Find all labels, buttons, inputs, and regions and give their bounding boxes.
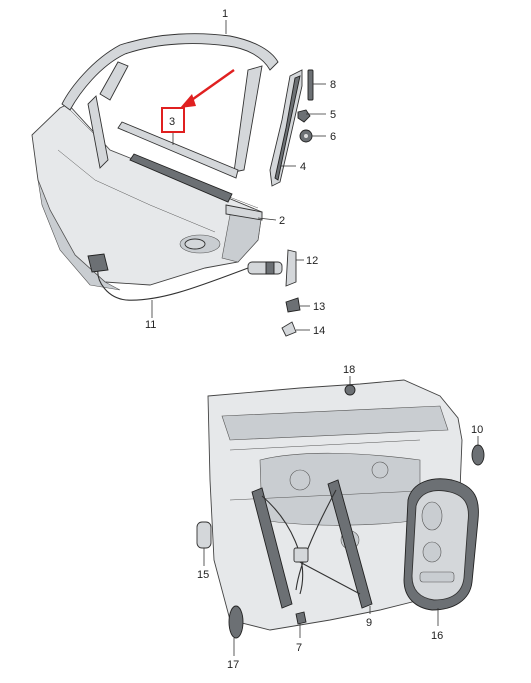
cable-harness (87, 253, 249, 301)
callout-12: 12 (306, 255, 318, 267)
callout-14: 14 (313, 325, 325, 337)
grommet-part (471, 444, 485, 466)
callout-11: 11 (145, 319, 156, 331)
nut-part (299, 129, 313, 143)
trim-strip-part (307, 69, 314, 101)
waist-strip (225, 204, 263, 221)
round-cover-part (228, 605, 244, 639)
callout-8: 8 (330, 79, 336, 91)
door-module-carrier (403, 478, 479, 611)
window-guide-strip (117, 121, 239, 203)
clip-part (297, 109, 311, 123)
callout-16: 16 (431, 630, 443, 642)
callout-7: 7 (296, 642, 302, 654)
seal-plate-part (196, 521, 212, 549)
window-regulator (251, 479, 373, 609)
lock-actuator-part (247, 249, 297, 287)
callout-9: 9 (366, 617, 372, 629)
callout-3: 3 (169, 116, 175, 128)
plug-part (281, 321, 297, 337)
nut-lower-part (295, 611, 307, 625)
pin-part (285, 297, 301, 313)
callout-6: 6 (330, 131, 336, 143)
callout-17: 17 (227, 659, 239, 671)
leader-lines (151, 20, 479, 656)
rear-door-outer-panel (31, 103, 263, 291)
callout-18: 18 (343, 364, 355, 376)
highlight-marker (161, 69, 235, 133)
highlight-box (161, 107, 185, 133)
callout-10: 10 (471, 424, 483, 436)
callout-2: 2 (279, 215, 285, 227)
callout-4: 4 (300, 161, 306, 173)
callout-13: 13 (313, 301, 325, 313)
callout-1: 1 (222, 8, 228, 20)
door-frame-seal (61, 33, 279, 173)
pillar-trim (269, 69, 303, 187)
callout-15: 15 (197, 569, 209, 581)
callout-5: 5 (330, 109, 336, 121)
callout-labels: 1 2 3 4 5 6 7 8 9 10 11 12 13 14 15 16 1… (145, 8, 483, 671)
upper-clip-part (344, 384, 356, 396)
